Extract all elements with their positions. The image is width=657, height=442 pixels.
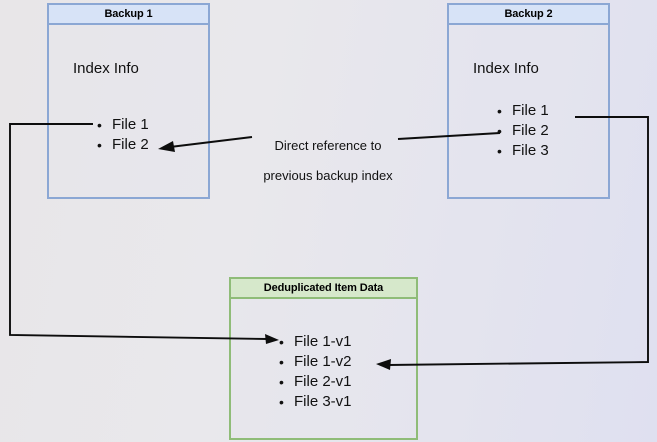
list-item: File 1-v1 xyxy=(279,332,352,352)
list-item: File 3 xyxy=(497,141,549,161)
list-item: File 1-v2 xyxy=(279,352,352,372)
annotation-direct-reference: Direct reference to previous backup inde… xyxy=(243,123,413,198)
annotation-line-2: previous backup index xyxy=(263,168,393,183)
backup1-item-list: File 1 File 2 xyxy=(97,115,149,155)
dedup-box[interactable]: Deduplicated Item Data xyxy=(229,277,418,440)
dedup-item-list: File 1-v1 File 1-v2 File 2-v1 File 3-v1 xyxy=(279,332,352,412)
list-item: File 2-v1 xyxy=(279,372,352,392)
backup1-section-label: Index Info xyxy=(73,60,139,77)
list-item: File 1 xyxy=(497,101,549,121)
list-item: File 2 xyxy=(97,135,149,155)
list-item: File 2 xyxy=(497,121,549,141)
list-item: File 1 xyxy=(97,115,149,135)
backup2-section-label: Index Info xyxy=(473,60,539,77)
annotation-line-1: Direct reference to xyxy=(274,138,382,153)
dedup-header: Deduplicated Item Data xyxy=(231,279,416,299)
backup1-header: Backup 1 xyxy=(49,5,208,25)
backup2-item-list: File 1 File 2 File 3 xyxy=(497,101,549,161)
backup2-header: Backup 2 xyxy=(449,5,608,25)
list-item: File 3-v1 xyxy=(279,392,352,412)
backup1-box[interactable]: Backup 1 xyxy=(47,3,210,199)
